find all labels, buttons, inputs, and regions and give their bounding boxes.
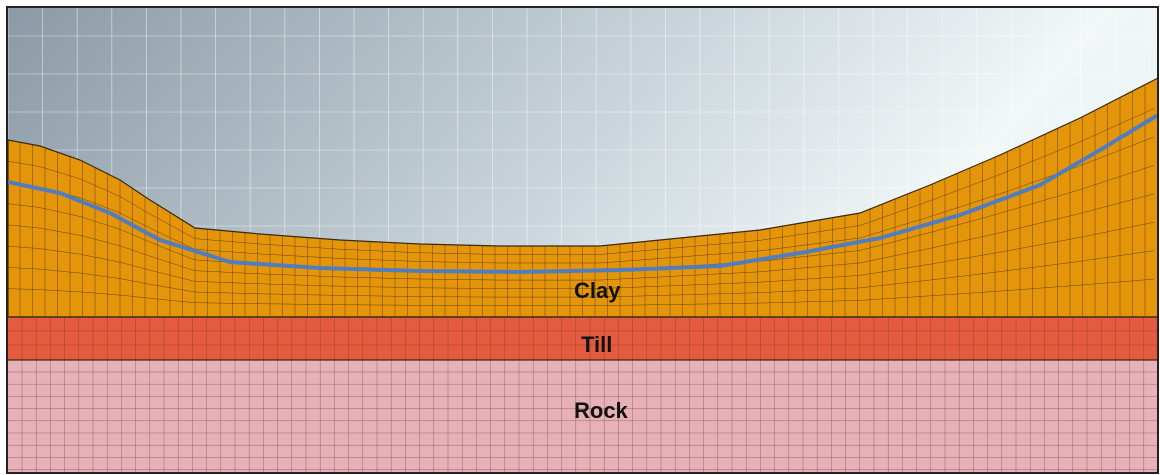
water-table-line (8, 114, 1158, 274)
clay-label: Clay (574, 278, 621, 303)
clay-mesh-line (8, 250, 1155, 298)
clay-mesh-line (8, 108, 1155, 255)
clay-layer (8, 77, 1158, 318)
till-label: Till (581, 332, 612, 357)
till-mesh (8, 317, 1158, 360)
rock-label: Rock (574, 398, 629, 423)
diagram-frame (6, 6, 1159, 474)
till-layer (8, 317, 1158, 360)
rock-layer (8, 360, 1158, 473)
clay-mesh-line (8, 136, 1155, 264)
clay-mesh-line (8, 193, 1155, 281)
clay-mesh (8, 78, 1158, 317)
rock-mesh (8, 360, 1158, 473)
clay-mesh-line (8, 221, 1155, 289)
clay-mesh-line (8, 278, 1155, 306)
